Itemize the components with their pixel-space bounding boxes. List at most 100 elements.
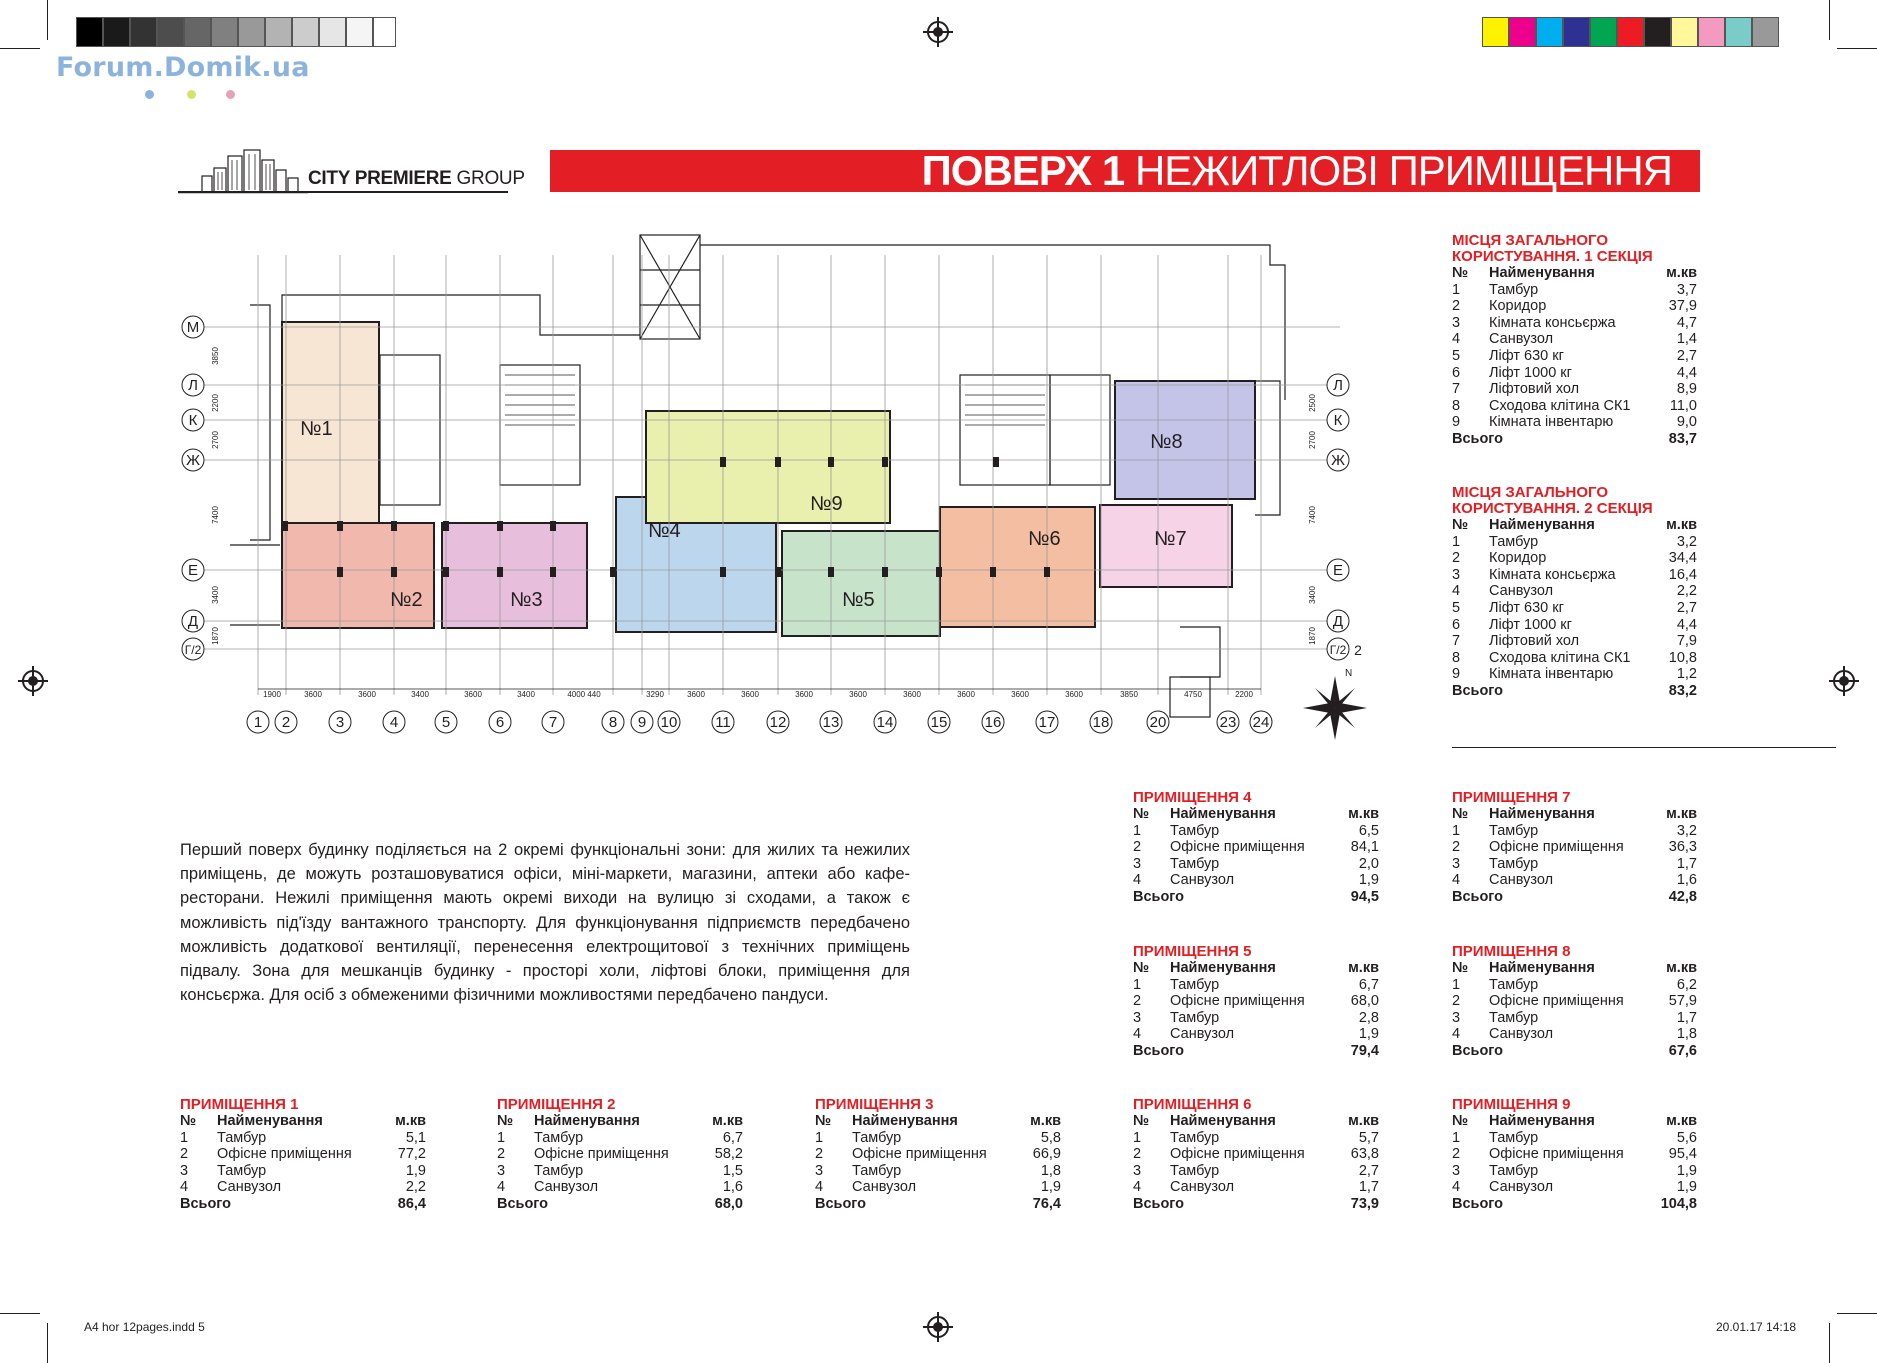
row-number: 4 bbox=[180, 1179, 189, 1196]
dim-label: 3600 bbox=[903, 690, 921, 699]
column-header: № bbox=[1452, 806, 1469, 822]
row-area: 8,9 bbox=[1676, 381, 1697, 398]
dim-label: 4000 440 bbox=[567, 690, 601, 699]
row-name: Офісне приміщення bbox=[1170, 839, 1305, 856]
unit-8-area bbox=[1114, 380, 1256, 500]
unit-label: №1 bbox=[300, 418, 333, 440]
axis-bubble: 5 bbox=[434, 710, 458, 734]
table-title: ПРИМІЩЕННЯ 7 bbox=[1452, 789, 1571, 806]
total-label: Всього bbox=[1452, 888, 1504, 905]
total-value: 76,4 bbox=[1032, 1195, 1061, 1212]
row-name: Тамбур bbox=[1489, 855, 1539, 872]
total-label: Всього bbox=[180, 1195, 232, 1212]
total-label: Всього bbox=[1133, 888, 1185, 905]
watermark-dot bbox=[226, 90, 235, 99]
axis-bubble: 17 bbox=[1035, 710, 1059, 734]
axis-bubble: 23 bbox=[1216, 710, 1240, 734]
axis-bubble: К bbox=[181, 408, 205, 432]
table-title: МІСЦЯ ЗАГАЛЬНОГО bbox=[1452, 484, 1608, 501]
unit-3-area bbox=[441, 522, 588, 629]
row-number: 1 bbox=[1133, 976, 1142, 993]
axis-bubble: 8 bbox=[601, 710, 625, 734]
row-area: 4,7 bbox=[1676, 314, 1697, 331]
axis-bubble: 11 bbox=[711, 710, 735, 734]
row-number: 3 bbox=[1452, 314, 1461, 331]
row-number: 9 bbox=[1452, 666, 1461, 683]
row-name: Ліфт 1000 кг bbox=[1489, 616, 1572, 633]
total-value: 83,7 bbox=[1668, 430, 1697, 447]
column-header: Найменування bbox=[1489, 1113, 1595, 1129]
row-number: 3 bbox=[1133, 1009, 1142, 1026]
registration-mark-bottom bbox=[923, 1312, 953, 1342]
watermark: Forum.Domik.ua bbox=[56, 52, 310, 83]
svg-text:24: 24 bbox=[1253, 714, 1270, 731]
total-value: 94,5 bbox=[1350, 888, 1379, 905]
row-area: 68,0 bbox=[1350, 993, 1379, 1010]
dim-label: 2200 bbox=[1235, 690, 1253, 699]
svg-text:7: 7 bbox=[549, 714, 557, 731]
dim-label: 3600 bbox=[464, 690, 482, 699]
table-title: ПРИМІЩЕННЯ 9 bbox=[1452, 1096, 1571, 1113]
column-header: м.кв bbox=[1666, 517, 1697, 533]
svg-text:Е: Е bbox=[188, 562, 198, 579]
row-name: Санвузол bbox=[1489, 872, 1554, 889]
row-area: 5,1 bbox=[405, 1129, 426, 1146]
dim-label: 3400 bbox=[1308, 586, 1317, 604]
column-header: м.кв bbox=[1030, 1113, 1061, 1129]
total-value: 86,4 bbox=[397, 1195, 426, 1212]
row-name: Тамбур bbox=[534, 1162, 584, 1179]
total-value: 67,6 bbox=[1668, 1042, 1697, 1059]
dim-label: 3290 bbox=[646, 690, 664, 699]
svg-text:Г/2: Г/2 bbox=[1330, 643, 1347, 657]
dim-label: 2200 bbox=[211, 394, 220, 412]
row-area: 3,2 bbox=[1676, 822, 1697, 839]
registration-mark-left bbox=[18, 666, 48, 696]
axis-bubble: Г/2 bbox=[1326, 637, 1350, 661]
dim-label: 2700 bbox=[1308, 431, 1317, 449]
svg-text:16: 16 bbox=[985, 714, 1002, 731]
total-value: 42,8 bbox=[1668, 888, 1697, 905]
row-number: 1 bbox=[1452, 976, 1461, 993]
row-area: 9,0 bbox=[1676, 414, 1697, 431]
row-area: 4,4 bbox=[1676, 364, 1697, 381]
total-label: Всього bbox=[497, 1195, 549, 1212]
axis-bubble: 15 bbox=[927, 710, 951, 734]
row-area: 1,9 bbox=[1358, 1026, 1379, 1043]
svg-text:Ж: Ж bbox=[186, 452, 200, 469]
row-number: 2 bbox=[180, 1146, 189, 1163]
svg-text:К: К bbox=[1334, 412, 1343, 429]
registration-mark-top bbox=[923, 17, 953, 47]
dim-label: 3600 bbox=[1011, 690, 1029, 699]
column-header: № bbox=[1452, 1113, 1469, 1129]
row-number: 3 bbox=[1452, 566, 1461, 583]
total-label: Всього bbox=[1133, 1042, 1185, 1059]
svg-text:14: 14 bbox=[877, 714, 894, 731]
row-number: 8 bbox=[1452, 649, 1461, 666]
svg-text:8: 8 bbox=[609, 714, 617, 731]
column-header: Найменування bbox=[1489, 265, 1595, 281]
section-divider bbox=[1452, 747, 1836, 748]
row-name: Тамбур bbox=[1170, 976, 1220, 993]
row-area: 63,8 bbox=[1350, 1146, 1379, 1163]
column-header: м.кв bbox=[712, 1113, 743, 1129]
dim-label: 3600 bbox=[358, 690, 376, 699]
dim-label: 3850 bbox=[1120, 690, 1138, 699]
unit-label: №3 bbox=[510, 589, 543, 611]
dim-label: 2500 bbox=[1308, 394, 1317, 412]
